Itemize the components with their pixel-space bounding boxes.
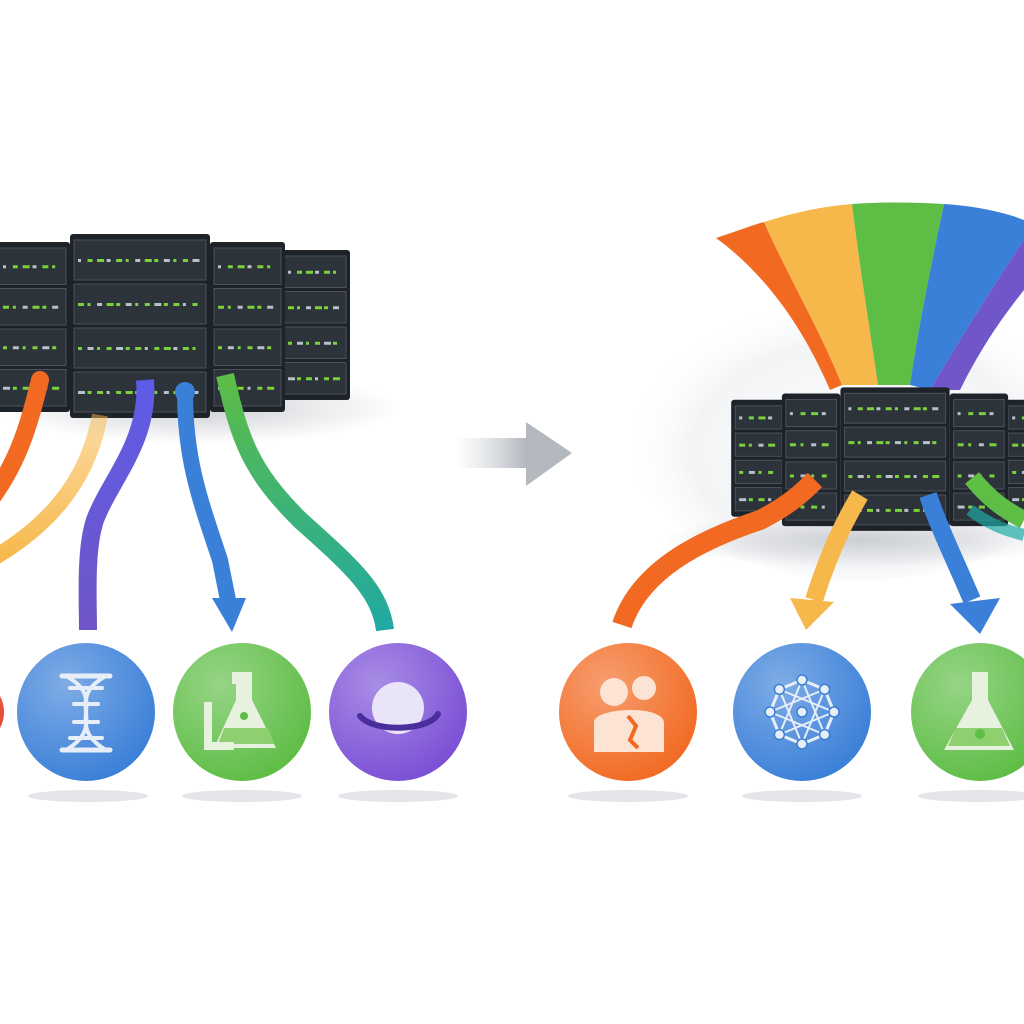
blue-flow-right xyxy=(919,492,1000,634)
right-flows xyxy=(612,472,1024,634)
dna-helix-icon xyxy=(59,673,113,753)
green-flow-right xyxy=(965,472,1024,528)
fan-orange xyxy=(716,222,842,390)
dna-node xyxy=(17,643,155,781)
right-arrow-icon xyxy=(526,422,572,486)
left-nodes xyxy=(0,643,467,802)
teal-flow-right xyxy=(966,505,1024,541)
fan-purple xyxy=(930,240,1024,390)
right-panel xyxy=(559,202,1024,802)
right-server-cluster xyxy=(731,387,1024,531)
server-rack-center xyxy=(840,387,950,531)
yellow-arrowhead-icon xyxy=(790,598,834,630)
planet-icon xyxy=(357,682,441,734)
people-node xyxy=(559,643,697,781)
left-flows xyxy=(0,371,394,632)
lab-flask-icon xyxy=(944,672,1014,750)
yellow-flow-right xyxy=(790,490,868,630)
left-server-cluster xyxy=(0,234,350,418)
fan-yellow xyxy=(764,204,878,385)
red-partial-node xyxy=(0,696,4,728)
blue-arrowhead-icon xyxy=(212,598,246,632)
network-graph-icon xyxy=(764,674,840,750)
fan-green xyxy=(852,202,944,385)
orange-flow-right xyxy=(612,472,823,629)
fan-blue xyxy=(910,204,1024,390)
rainbow-fan xyxy=(716,202,1024,390)
server-rack xyxy=(0,242,70,412)
blue-flow xyxy=(175,382,246,632)
planet-node xyxy=(329,643,467,781)
flask-node-left xyxy=(173,643,311,781)
server-rack xyxy=(731,399,786,517)
server-rack xyxy=(1004,399,1024,517)
orange-flow xyxy=(0,371,49,502)
server-rack xyxy=(280,250,350,400)
yellow-flow xyxy=(0,413,108,564)
server-rack xyxy=(210,242,285,412)
network-node xyxy=(733,643,871,781)
right-nodes xyxy=(559,643,1024,802)
blue-arrowhead-icon-right xyxy=(950,598,1000,634)
green-teal-flow xyxy=(216,372,394,632)
transition-arrow xyxy=(456,422,572,486)
lab-flask-icon xyxy=(204,672,276,750)
flask-node-right xyxy=(911,643,1024,781)
left-panel xyxy=(0,234,467,802)
people-icon xyxy=(594,676,664,752)
purple-flow xyxy=(78,379,155,631)
